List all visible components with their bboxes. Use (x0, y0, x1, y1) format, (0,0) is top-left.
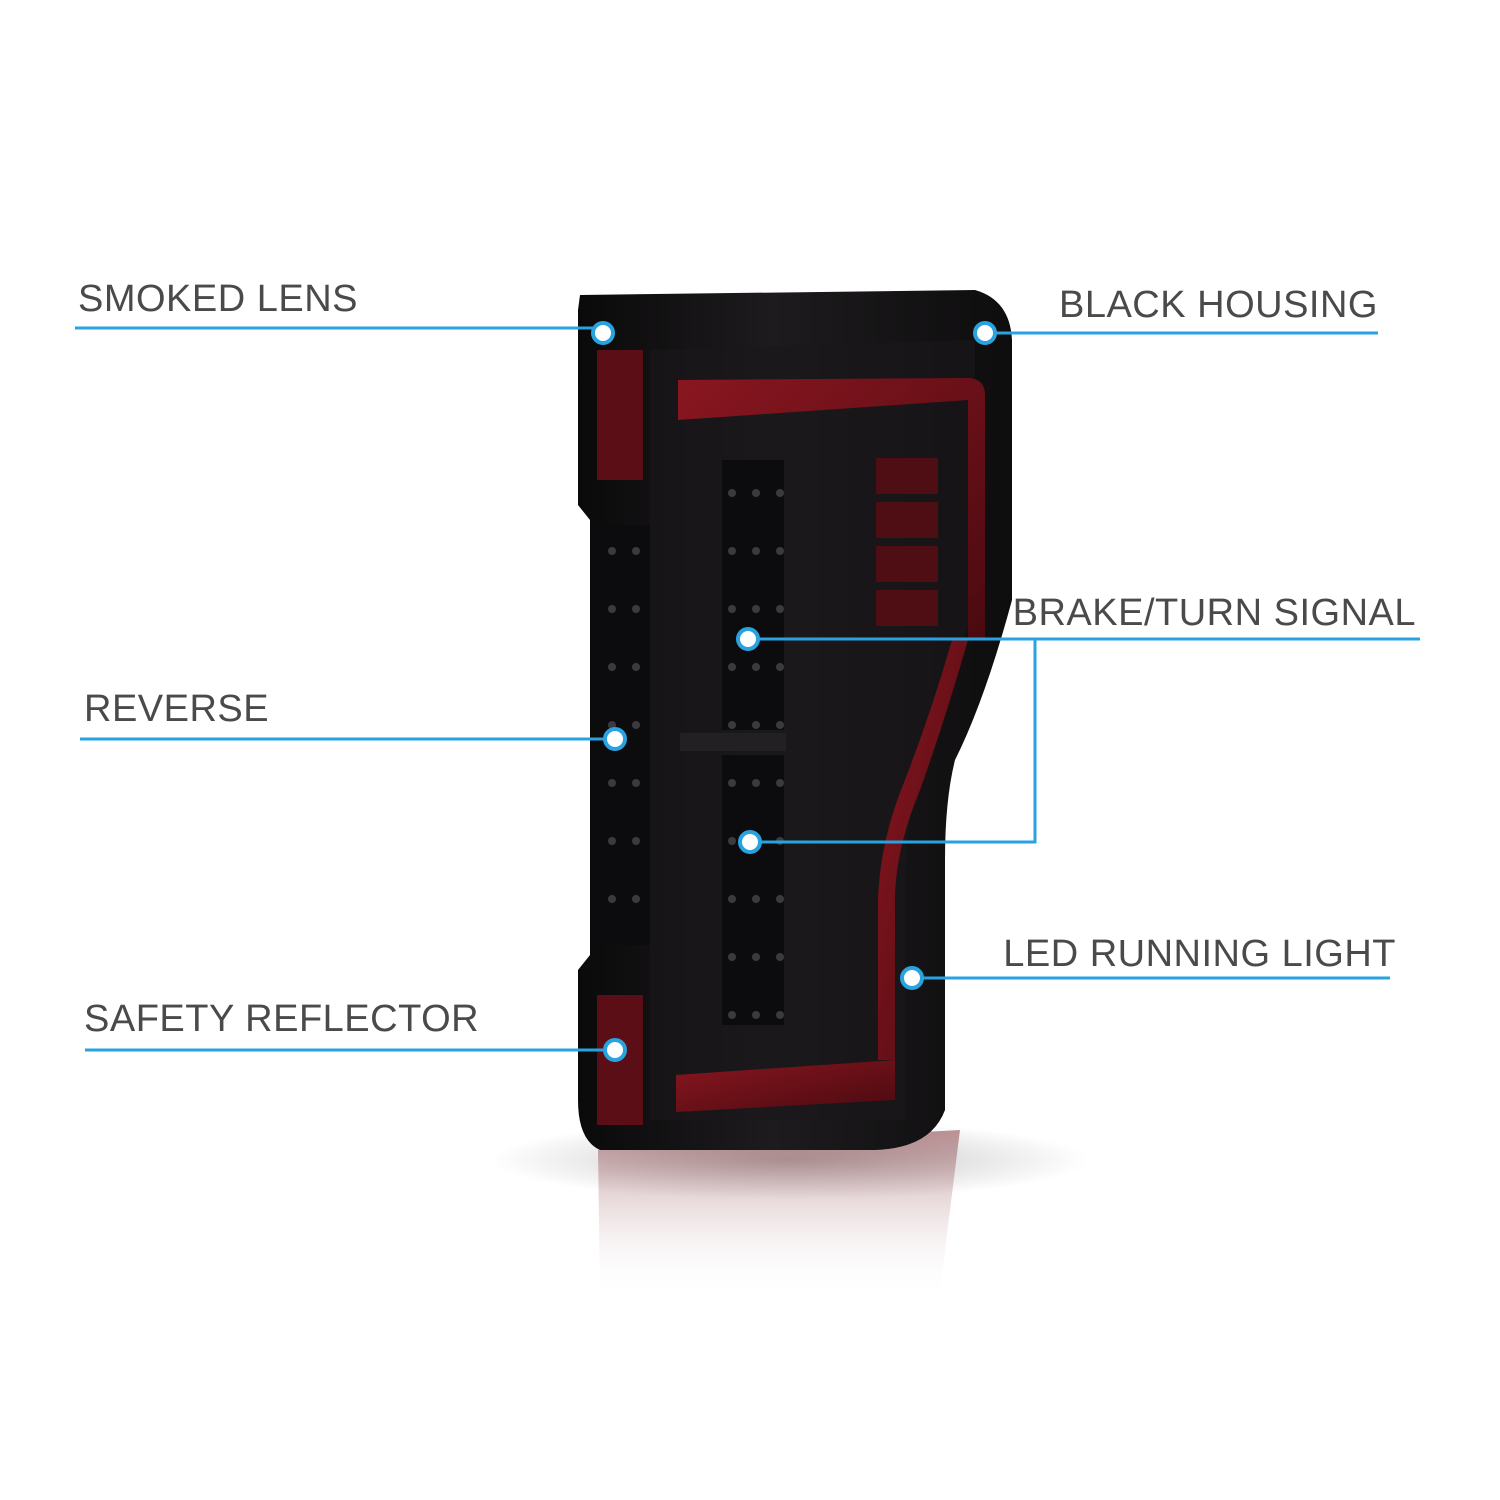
brake-turn-signal-label: BRAKE/TURN SIGNAL (1012, 592, 1416, 634)
signal-segment-2 (876, 502, 938, 538)
callout-lines (75, 326, 1420, 1052)
black-housing-label: BLACK HOUSING (1058, 284, 1378, 326)
smoked-lens-dot (591, 321, 615, 345)
signal-segment-1 (876, 458, 938, 494)
divider (680, 733, 786, 751)
led-column-upper (722, 460, 784, 730)
top-reflector (597, 350, 643, 480)
signal-segment-4 (876, 590, 938, 626)
bottom-light-bar (676, 1060, 895, 1112)
reverse-label: REVERSE (84, 688, 270, 730)
led-running-light-dot (900, 966, 924, 990)
brake-turn-dot-upper (736, 627, 760, 651)
led-running-light-label: LED RUNNING LIGHT (1003, 933, 1396, 975)
side-light-bar (878, 640, 968, 1060)
black-housing-dot (973, 321, 997, 345)
callout-dots (591, 321, 997, 1062)
brake-turn-line-lower (750, 639, 1037, 844)
safety-reflector-label: SAFETY REFLECTOR (84, 998, 480, 1040)
smoked-lens-label: SMOKED LENS (78, 278, 359, 320)
led-column-lower (722, 755, 784, 1025)
reverse-dot (603, 727, 627, 751)
safety-reflector-dot (603, 1038, 627, 1062)
brake-turn-dot-lower (738, 830, 762, 854)
top-light-bar (678, 378, 985, 640)
signal-segment-3 (876, 546, 938, 582)
reflection (598, 1130, 960, 1300)
